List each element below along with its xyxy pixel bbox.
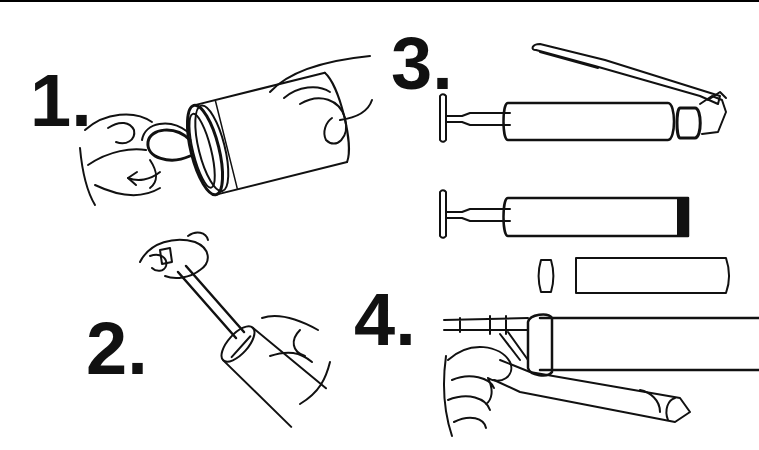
gun-disassembly-part [540,52,726,100]
cartridge-opening-part [180,71,355,198]
cartridge-insertion-part [160,248,172,264]
cartridge-insertion-part [140,233,208,278]
gun-disassembly-part [677,108,700,138]
cartridge-insertion-part-part [221,325,326,427]
gun-disassembly-part [446,209,510,221]
gun-operation-part [528,315,552,376]
cartridge-opening-part [142,124,188,140]
cartridge-opening-part-part [215,101,237,188]
cartridge-opening-part-part [184,112,220,190]
gun-operation-part [444,316,528,334]
top-rule [0,0,759,2]
gun-disassembly-part [539,260,554,292]
step-number: 2. [86,312,148,386]
gun-operation-part [444,347,511,436]
step-number: 4. [354,283,416,357]
cartridge-insertion-part [213,318,326,427]
gun-operation-part [640,390,675,420]
cartridge-insertion [140,233,330,427]
cartridge-opening-part [80,114,160,205]
gun-operation [444,315,759,436]
cartridge-opening [80,56,372,205]
gun-operation-part [540,318,759,370]
gun-disassembly-part [533,44,720,104]
cartridge-opening-part-part [325,71,355,162]
cartridge-opening-part [128,172,137,185]
gun-disassembly-part [504,103,675,140]
gun-disassembly-part [446,113,510,125]
step-number: 3. [391,27,453,101]
gun-disassembly [440,44,729,293]
cartridge-opening-part [270,56,372,144]
gun-disassembly-part [440,94,446,142]
step-number: 1. [30,64,92,138]
gun-disassembly-part [440,190,446,238]
gun-disassembly-part [504,198,689,236]
cartridge-opening-part-part [180,102,229,198]
gun-disassembly-part [678,199,688,235]
gun-disassembly-part [576,258,729,293]
cartridge-insertion-part [262,316,330,404]
gun-operation-part [494,360,690,422]
cartridge-opening-part [148,130,190,160]
cartridge-opening-part [108,123,134,143]
